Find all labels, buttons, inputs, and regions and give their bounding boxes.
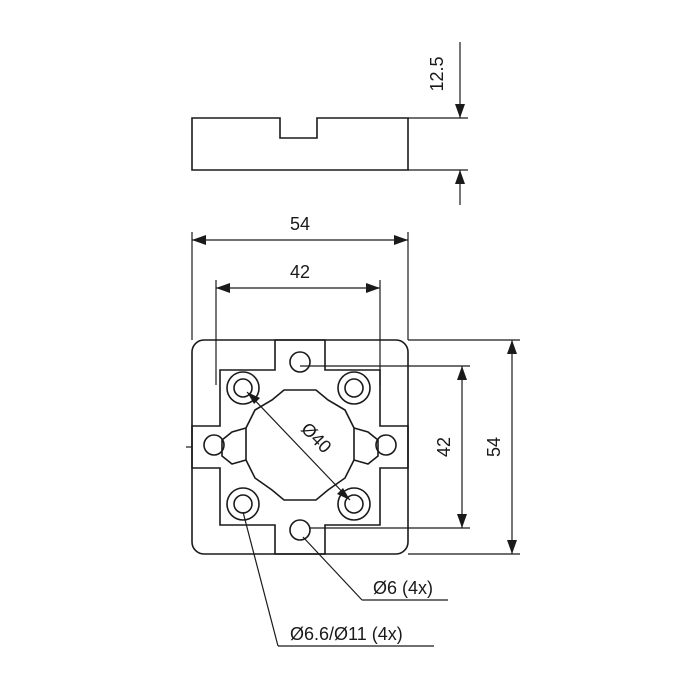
diameter-40-line <box>246 391 351 501</box>
width-42-arrow-right <box>366 283 380 293</box>
height-42-arrow-top <box>457 366 467 380</box>
height-42-label: 42 <box>434 437 454 457</box>
counterbore-leader-line <box>242 511 279 647</box>
side-height-label: 12.5 <box>427 56 447 91</box>
width-42-arrow-left <box>216 283 230 293</box>
top-view: Ø40 54 42 54 42 Ø6 (4x) <box>186 214 520 647</box>
counterbored-hole-callout: Ø6.6/Ø11 (4x) <box>290 624 403 644</box>
boss-lobe-left <box>221 427 247 465</box>
width-54-arrow-right <box>394 235 408 245</box>
side-view-outline <box>191 117 409 171</box>
height-54-arrow-bottom <box>507 540 517 554</box>
dowel-hole-left <box>203 434 225 456</box>
dowel-hole-bottom <box>289 519 311 541</box>
height-42-arrow-bottom <box>457 514 467 528</box>
width-54-label: 54 <box>290 214 310 234</box>
height-54-label: 54 <box>484 437 504 457</box>
dowel-leader-line <box>302 536 363 601</box>
side-arrow-top <box>455 104 465 118</box>
dowel-hole-top <box>289 351 311 373</box>
counterbored-hole-bottom-left <box>226 487 260 521</box>
diameter-arrow-end <box>337 488 350 500</box>
height-54-arrow-top <box>507 340 517 354</box>
dowel-hole-callout: Ø6 (4x) <box>373 578 433 598</box>
width-54-arrow-left <box>192 235 206 245</box>
diameter-arrow-start <box>247 392 260 404</box>
side-arrow-bottom <box>455 170 465 184</box>
center-boss <box>245 389 355 501</box>
dowel-hole-right <box>375 434 397 456</box>
counterbored-hole-top-right <box>337 371 371 405</box>
cross-body <box>191 339 409 555</box>
counterbored-hole-bottom-right <box>337 487 371 521</box>
counterbored-hole-top-left <box>226 371 260 405</box>
boss-lobe-right <box>353 427 379 465</box>
side-view: 12.5 <box>191 42 468 205</box>
width-42-label: 42 <box>290 262 310 282</box>
